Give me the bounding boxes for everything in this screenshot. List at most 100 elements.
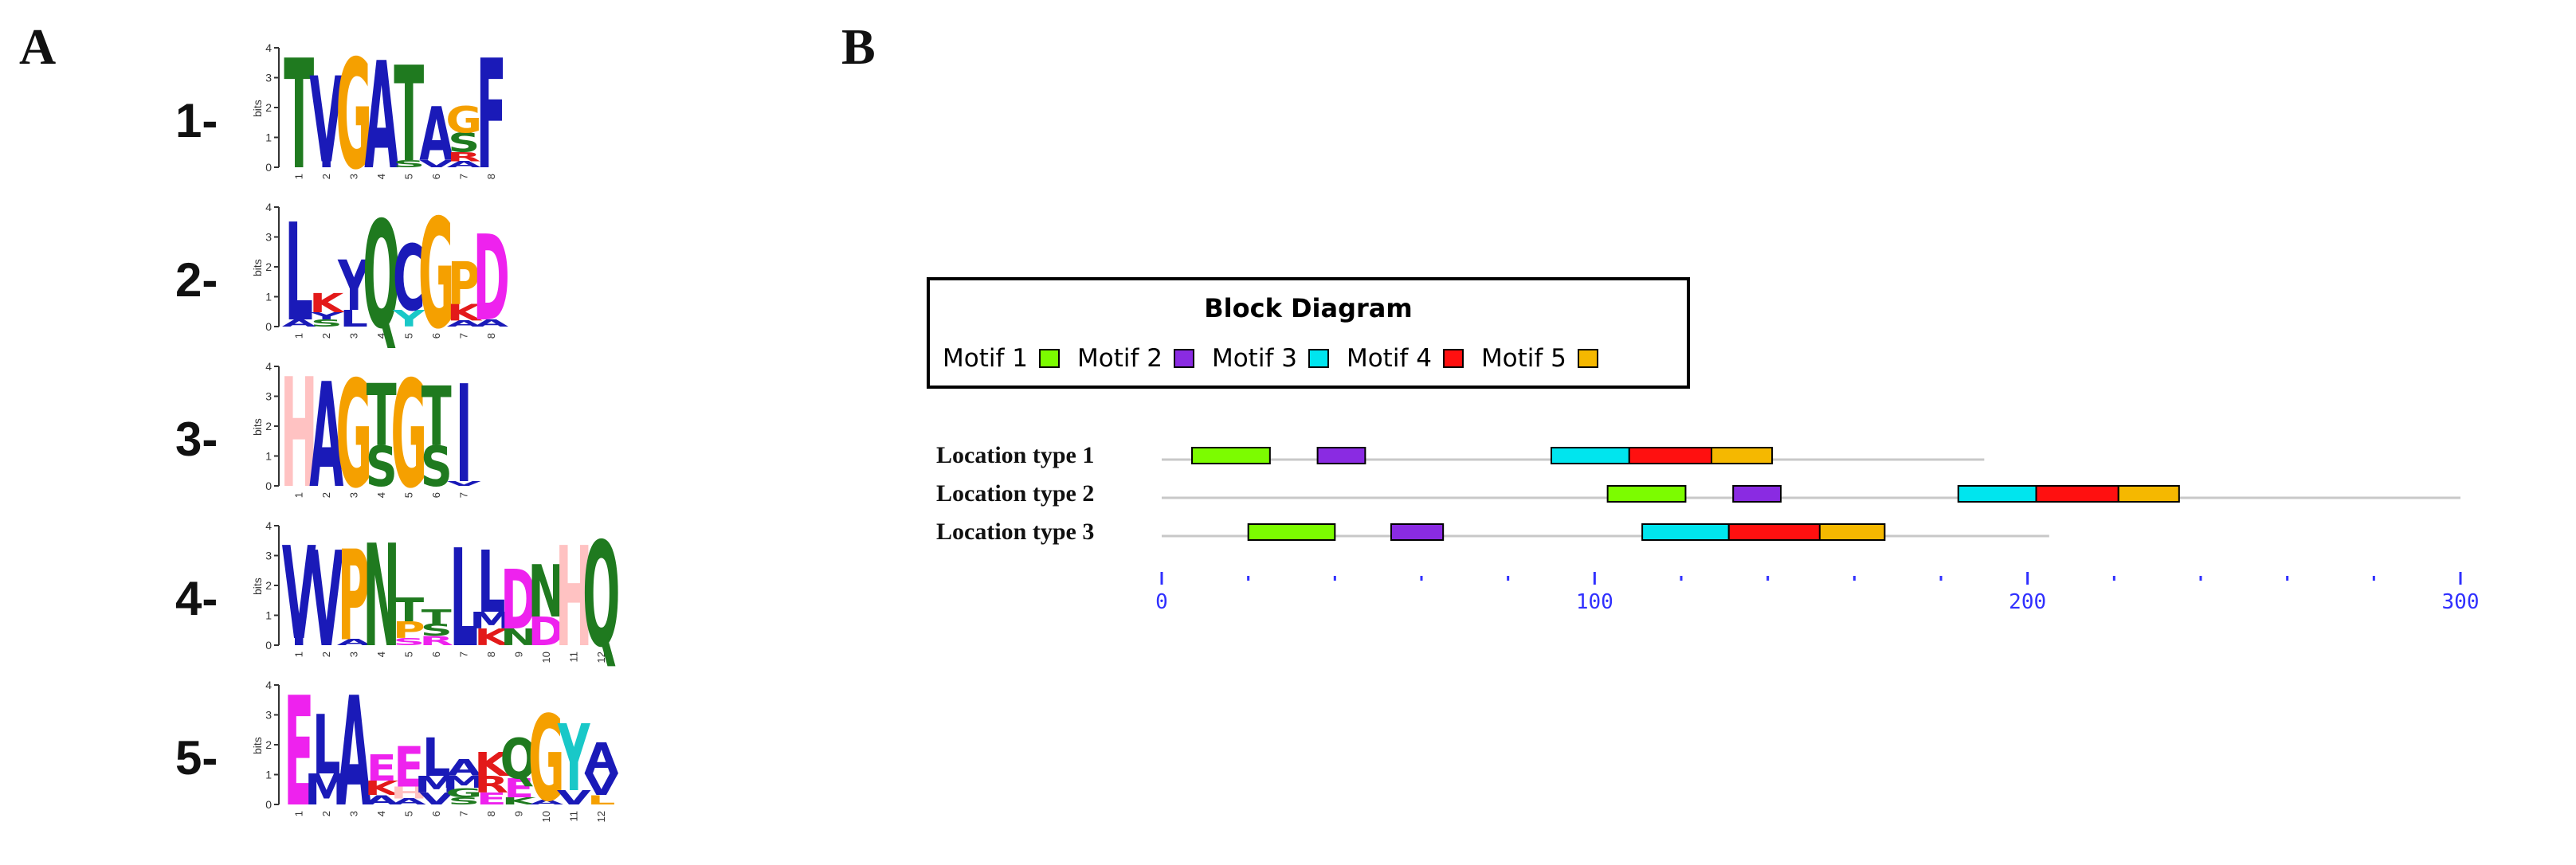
logo-residue-letter: S (311, 318, 343, 329)
logo-position-label: 6 (430, 333, 442, 339)
logo-y-axis-label: bits (251, 577, 264, 595)
logo-position-label: 3 (347, 492, 359, 498)
logo-y-tick-label: 3 (265, 72, 272, 84)
motif-block (2117, 485, 2180, 503)
legend-label: Motif 3 (1211, 344, 1297, 373)
motif-number-label: 3- (175, 413, 218, 466)
logo-residue-letter: S (393, 159, 425, 170)
logo-residue-letter: R (419, 633, 453, 648)
logo-position-label: 5 (402, 811, 414, 816)
logo-residue-letter: H (555, 519, 593, 679)
logo-residue-letter: M (469, 608, 513, 634)
logo-position-label: 10 (540, 652, 552, 663)
logo-y-tick-label: 2 (265, 579, 272, 592)
logo-position-label: 3 (347, 174, 359, 179)
logo-residue-letter: V (419, 159, 453, 170)
logo-position-label: 11 (567, 811, 579, 822)
logo-residue-letter: H (280, 346, 318, 522)
logo-residue-letter: Q (363, 190, 400, 362)
logo-position-label: 1 (292, 333, 304, 339)
legend-label: Motif 1 (943, 344, 1028, 373)
logo-residue-letter: Q (582, 511, 620, 679)
logo-position-label: 12 (595, 652, 607, 663)
logo-residue-letter: Y (558, 706, 591, 812)
legend-item-motif-5: Motif 5 (1481, 344, 1598, 373)
logo-y-tick-label: 4 (265, 679, 272, 691)
logo-residue-letter: S (393, 636, 425, 648)
logo-position-label: 4 (375, 811, 387, 816)
logo-position-label: 3 (347, 811, 359, 816)
logo-residue-letter: Y (337, 248, 371, 327)
motif-block (1628, 447, 1713, 464)
legend-label: Motif 4 (1346, 344, 1432, 373)
logo-y-tick-label: 0 (265, 479, 272, 492)
motif-number-label: 5- (175, 731, 218, 785)
logo-residue-letter: P (338, 523, 371, 669)
logo-position-label: 4 (375, 652, 387, 657)
logo-residue-letter: M (304, 765, 348, 815)
logo-residue-letter: G (445, 100, 482, 142)
logo-residue-letter: A (337, 638, 371, 648)
logo-residue-letter: Y (309, 311, 343, 322)
logo-residue-letter: T (421, 370, 452, 464)
logo-residue-letter: A (447, 160, 481, 170)
logo-residue-letter: S (421, 434, 453, 499)
logo-y-tick-label: 1 (265, 131, 272, 144)
logo-position-label: 4 (375, 333, 387, 339)
logo-position-label: 5 (402, 652, 414, 657)
logo-y-tick-label: 4 (265, 360, 272, 373)
logo-residue-letter: L (477, 534, 505, 632)
panel-b-label: B (841, 18, 876, 75)
logo-y-axis-label: bits (251, 100, 264, 117)
logo-residue-letter: N (527, 550, 565, 634)
motif-number-label: 1- (175, 94, 218, 147)
logo-residue-letter: I (456, 357, 472, 513)
axis-tick-label: 300 (2442, 590, 2480, 614)
legend-item-motif-3: Motif 3 (1212, 344, 1329, 373)
logo-y-tick-label: 4 (265, 41, 272, 54)
logo-residue-letter: L (340, 306, 368, 332)
location-type-label: Location type 3 (936, 519, 1094, 545)
logo-residue-letter: A (282, 318, 316, 329)
logo-residue-letter: K (447, 299, 483, 326)
logo-position-label: 5 (402, 174, 414, 179)
logo-residue-letter: D (473, 211, 510, 348)
logo-position-label: 6 (430, 492, 442, 498)
legend-item-motif-4: Motif 4 (1347, 344, 1464, 373)
logo-residue-letter: Y (392, 306, 426, 332)
logo-residue-letter: E (504, 773, 534, 804)
logo-residue-letter: A (364, 793, 398, 808)
logo-position-label: 6 (430, 174, 442, 179)
legend-label: Motif 5 (1480, 344, 1566, 373)
motif-block (1957, 485, 2037, 503)
logo-residue-letter: L (312, 698, 340, 793)
logo-y-tick-label: 4 (265, 519, 272, 532)
logo-y-tick-label: 1 (265, 609, 272, 622)
logo-residue-letter: G (528, 691, 565, 828)
logo-position-label: 1 (292, 492, 304, 498)
logo-y-tick-label: 3 (265, 231, 272, 244)
logo-position-label: 7 (457, 652, 469, 657)
motif-block (1727, 523, 1821, 541)
logo-residue-letter: A (447, 755, 482, 781)
panel-a-label: A (19, 18, 57, 75)
logo-position-label: 6 (430, 811, 442, 816)
logo-y-tick-label: 0 (265, 161, 272, 174)
logo-residue-letter: A (529, 799, 563, 806)
motif-block (1711, 447, 1774, 464)
logo-residue-letter: K (364, 777, 400, 800)
legend-swatch (1173, 349, 1194, 368)
logo-y-tick-label: 1 (265, 291, 272, 303)
logo-y-axis-label: bits (251, 737, 264, 754)
legend-swatch (1577, 349, 1598, 368)
legend-swatch (1442, 349, 1464, 368)
logo-residue-letter: V (309, 53, 343, 190)
logo-residue-letter: S (448, 127, 480, 158)
logo-y-tick-label: 0 (265, 639, 272, 652)
